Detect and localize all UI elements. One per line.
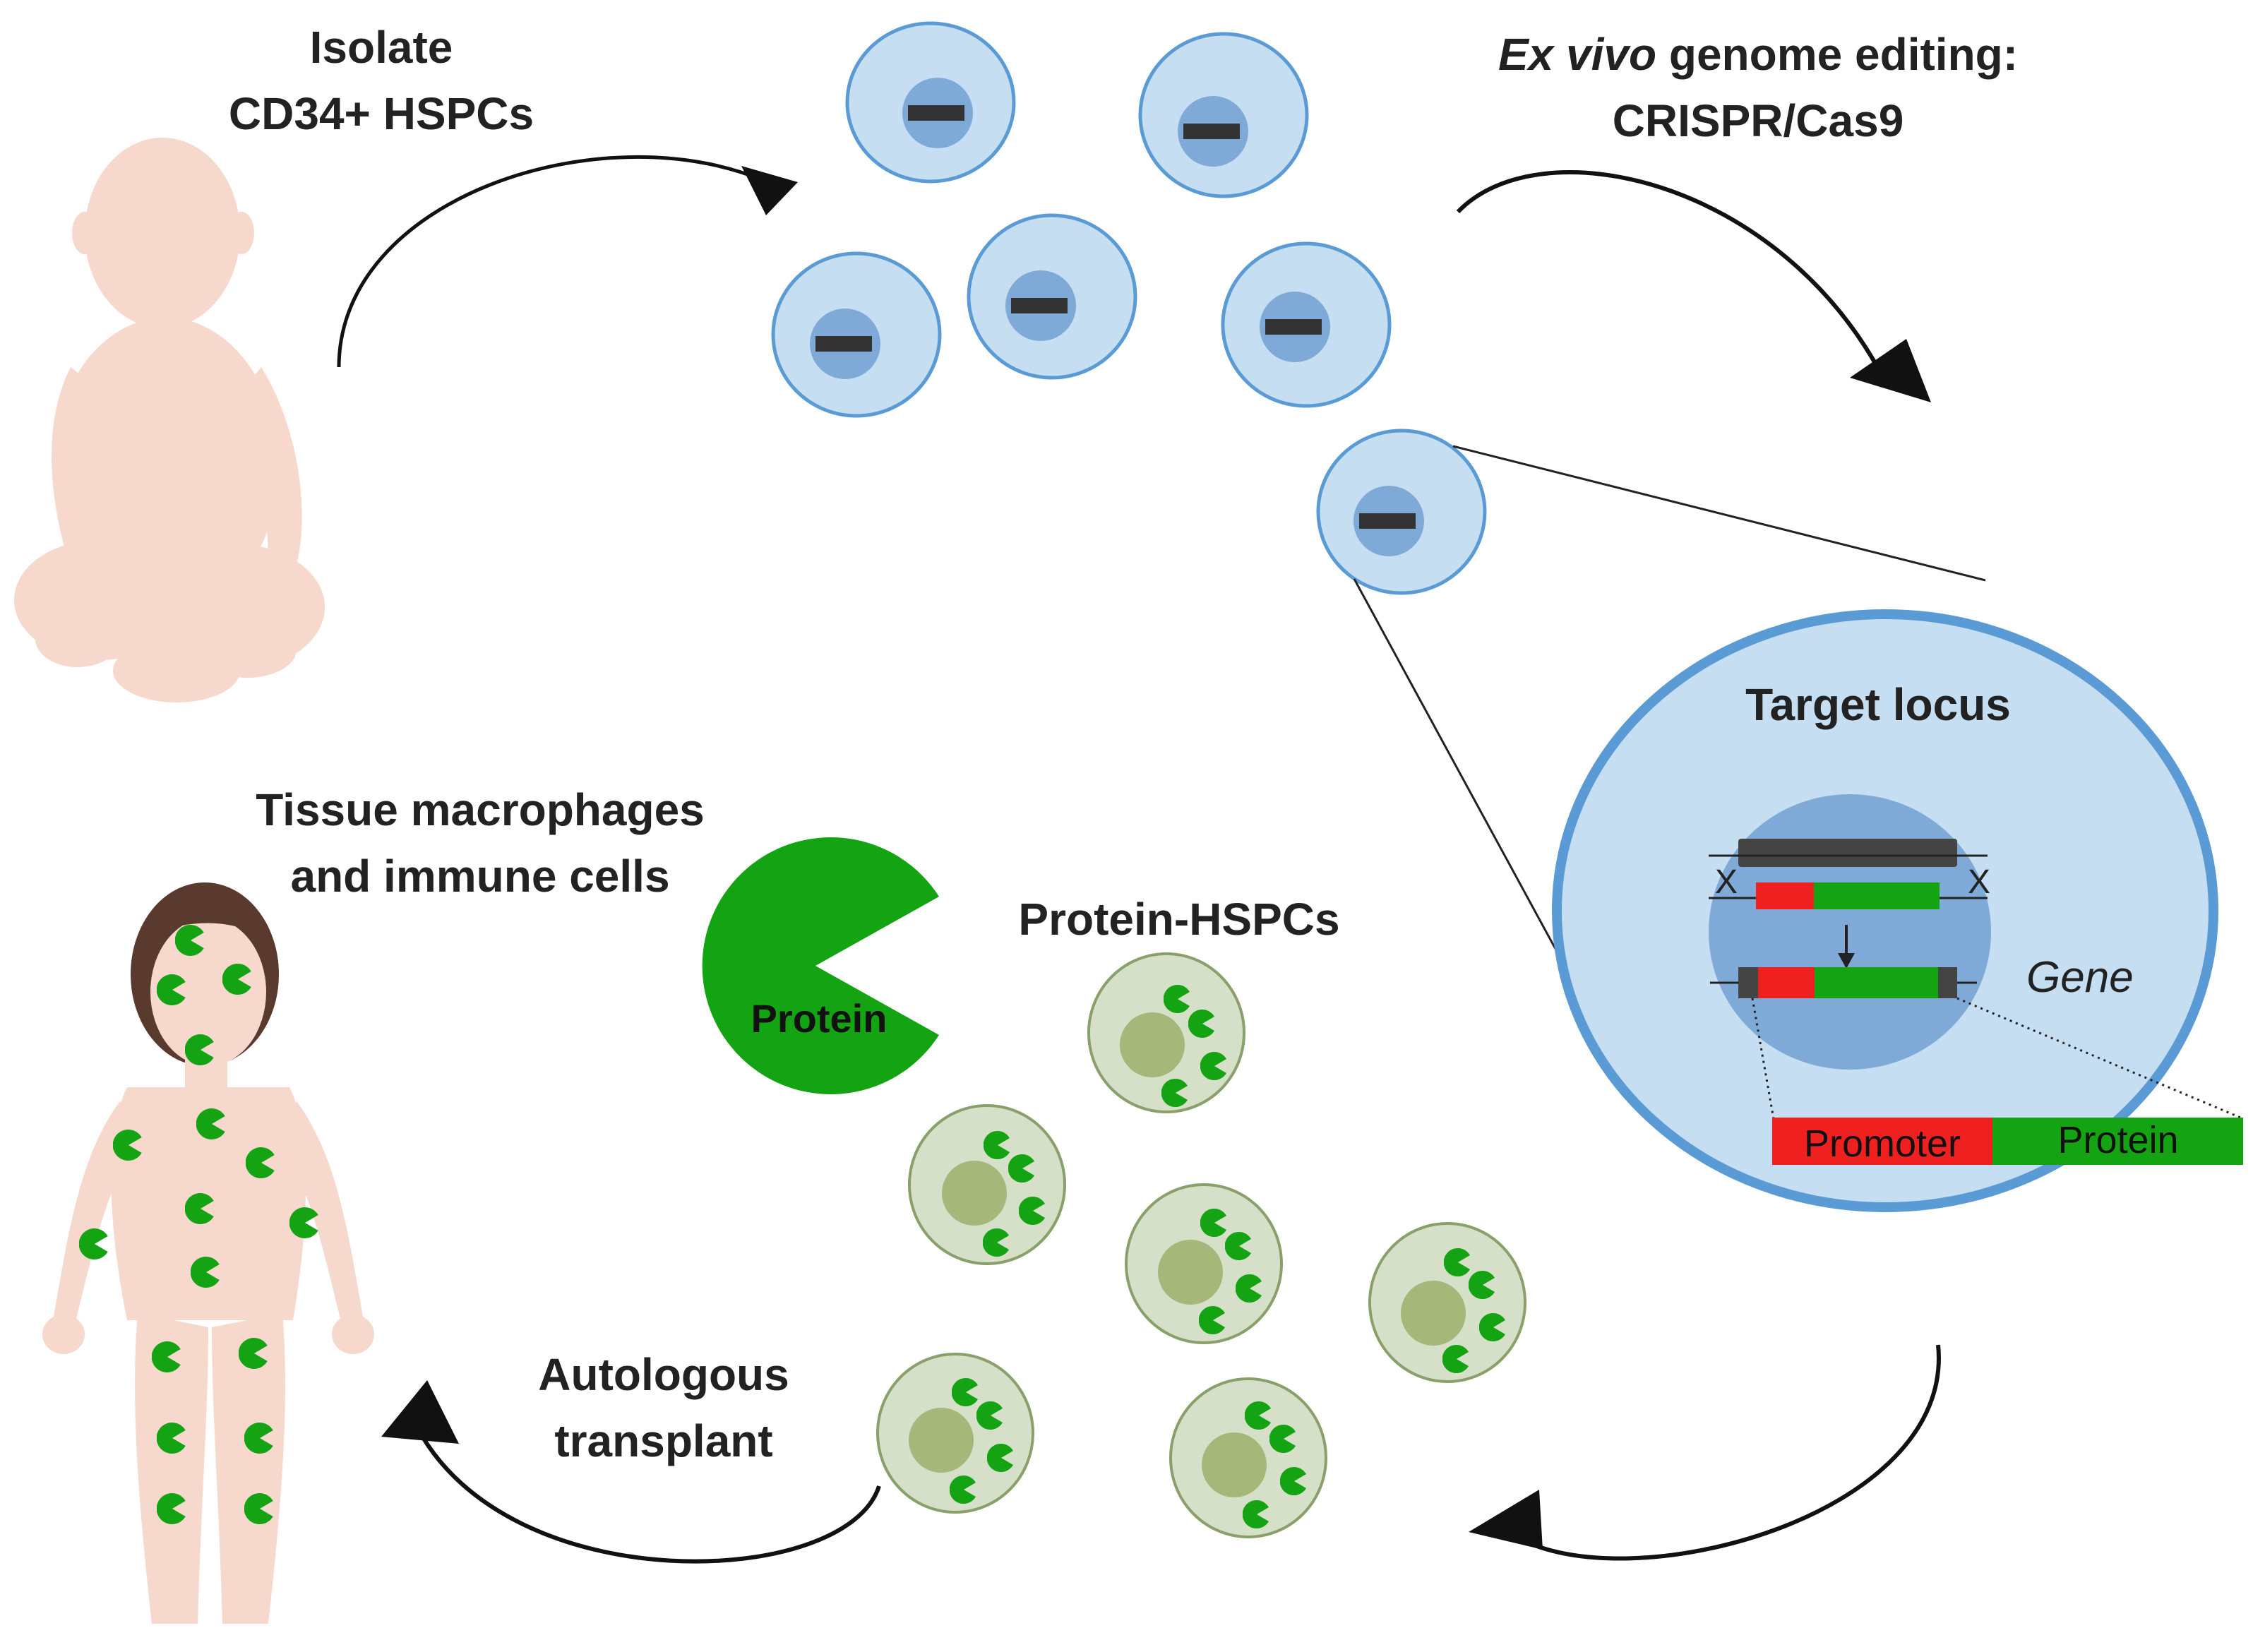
- promoter-box: [1772, 1118, 1992, 1165]
- pacman-label: Protein: [751, 996, 888, 1041]
- protein-hspc-cell-icon: [1169, 1377, 1327, 1538]
- protein-hspc-cell-icon: [1125, 1183, 1283, 1344]
- arrow-isolate-icon: [337, 155, 798, 368]
- child-figure-icon: [42, 882, 374, 1624]
- editing-line2: CRISPR/Cas9: [1612, 95, 1904, 146]
- donor-protein: [1814, 882, 1940, 909]
- baby-figure-icon: [14, 138, 325, 702]
- protein-box: [1992, 1118, 2243, 1165]
- zoom-line-bottom: [1353, 578, 1583, 998]
- chromosome-bar: [1738, 839, 1957, 867]
- arrow-transplant-icon: [381, 1380, 881, 1564]
- edited-promoter: [1758, 967, 1815, 998]
- protein-hspc-cell-icon: [1087, 952, 1245, 1113]
- transplant-line2: transplant: [554, 1415, 773, 1466]
- isolate-label: Isolate CD34+ HSPCs: [212, 14, 551, 147]
- protein-box-label: Protein: [2057, 1119, 2178, 1161]
- crossover-left-marker: X: [1715, 863, 1738, 901]
- tissue-line2: and immune cells: [290, 851, 670, 902]
- protein-hspcs-label: Protein-HSPCs: [1018, 894, 1340, 945]
- promoter-label: Promoter: [1804, 1123, 1961, 1165]
- protein-hspc-cell-icon: [1368, 1222, 1526, 1383]
- hspc-cell-icon: [1221, 241, 1392, 408]
- tissue-line1: Tissue macrophages: [256, 784, 705, 835]
- hspc-cell-zoomed-icon: [1316, 429, 1487, 595]
- isolate-line2: CD34+ HSPCs: [228, 88, 534, 139]
- transplant-line1: Autologous: [538, 1349, 789, 1400]
- editing-label: Ex vivo genome editing: CRISPR/Cas9: [1440, 21, 2076, 154]
- donor-promoter: [1756, 882, 1814, 909]
- tissue-label: Tissue macrophages and immune cells: [226, 777, 734, 909]
- transplant-label: Autologous transplant: [494, 1341, 833, 1474]
- protein-hspc-cell-icon: [876, 1353, 1034, 1514]
- gene-label: Gene: [2026, 953, 2134, 1002]
- zoom-line-top: [1452, 445, 1986, 582]
- hspc-cell-icon: [845, 21, 1016, 184]
- isolate-line1: Isolate: [309, 22, 453, 73]
- edited-protein: [1815, 967, 1938, 998]
- hspc-cell-group: [771, 21, 1487, 595]
- protein-hspc-cell-icon: [908, 1104, 1066, 1265]
- target-locus-inset: [1552, 609, 2245, 1212]
- inset-title: Target locus: [1745, 679, 2011, 730]
- arrow-return-icon: [1469, 1344, 1941, 1561]
- pacman-protein-icon: [702, 837, 939, 1094]
- hspc-cell-icon: [1138, 32, 1309, 198]
- arrow-editing-icon: [1456, 170, 1931, 402]
- hspc-cell-icon: [967, 213, 1137, 380]
- hspc-cell-icon: [771, 251, 942, 418]
- crossover-right-marker: X: [1968, 863, 1990, 901]
- protein-hspc-group: [876, 952, 1526, 1538]
- down-arrow-icon: [1838, 953, 1855, 969]
- editing-rest: genome editing:: [1656, 29, 2019, 80]
- editing-italic: Ex vivo: [1498, 29, 1657, 80]
